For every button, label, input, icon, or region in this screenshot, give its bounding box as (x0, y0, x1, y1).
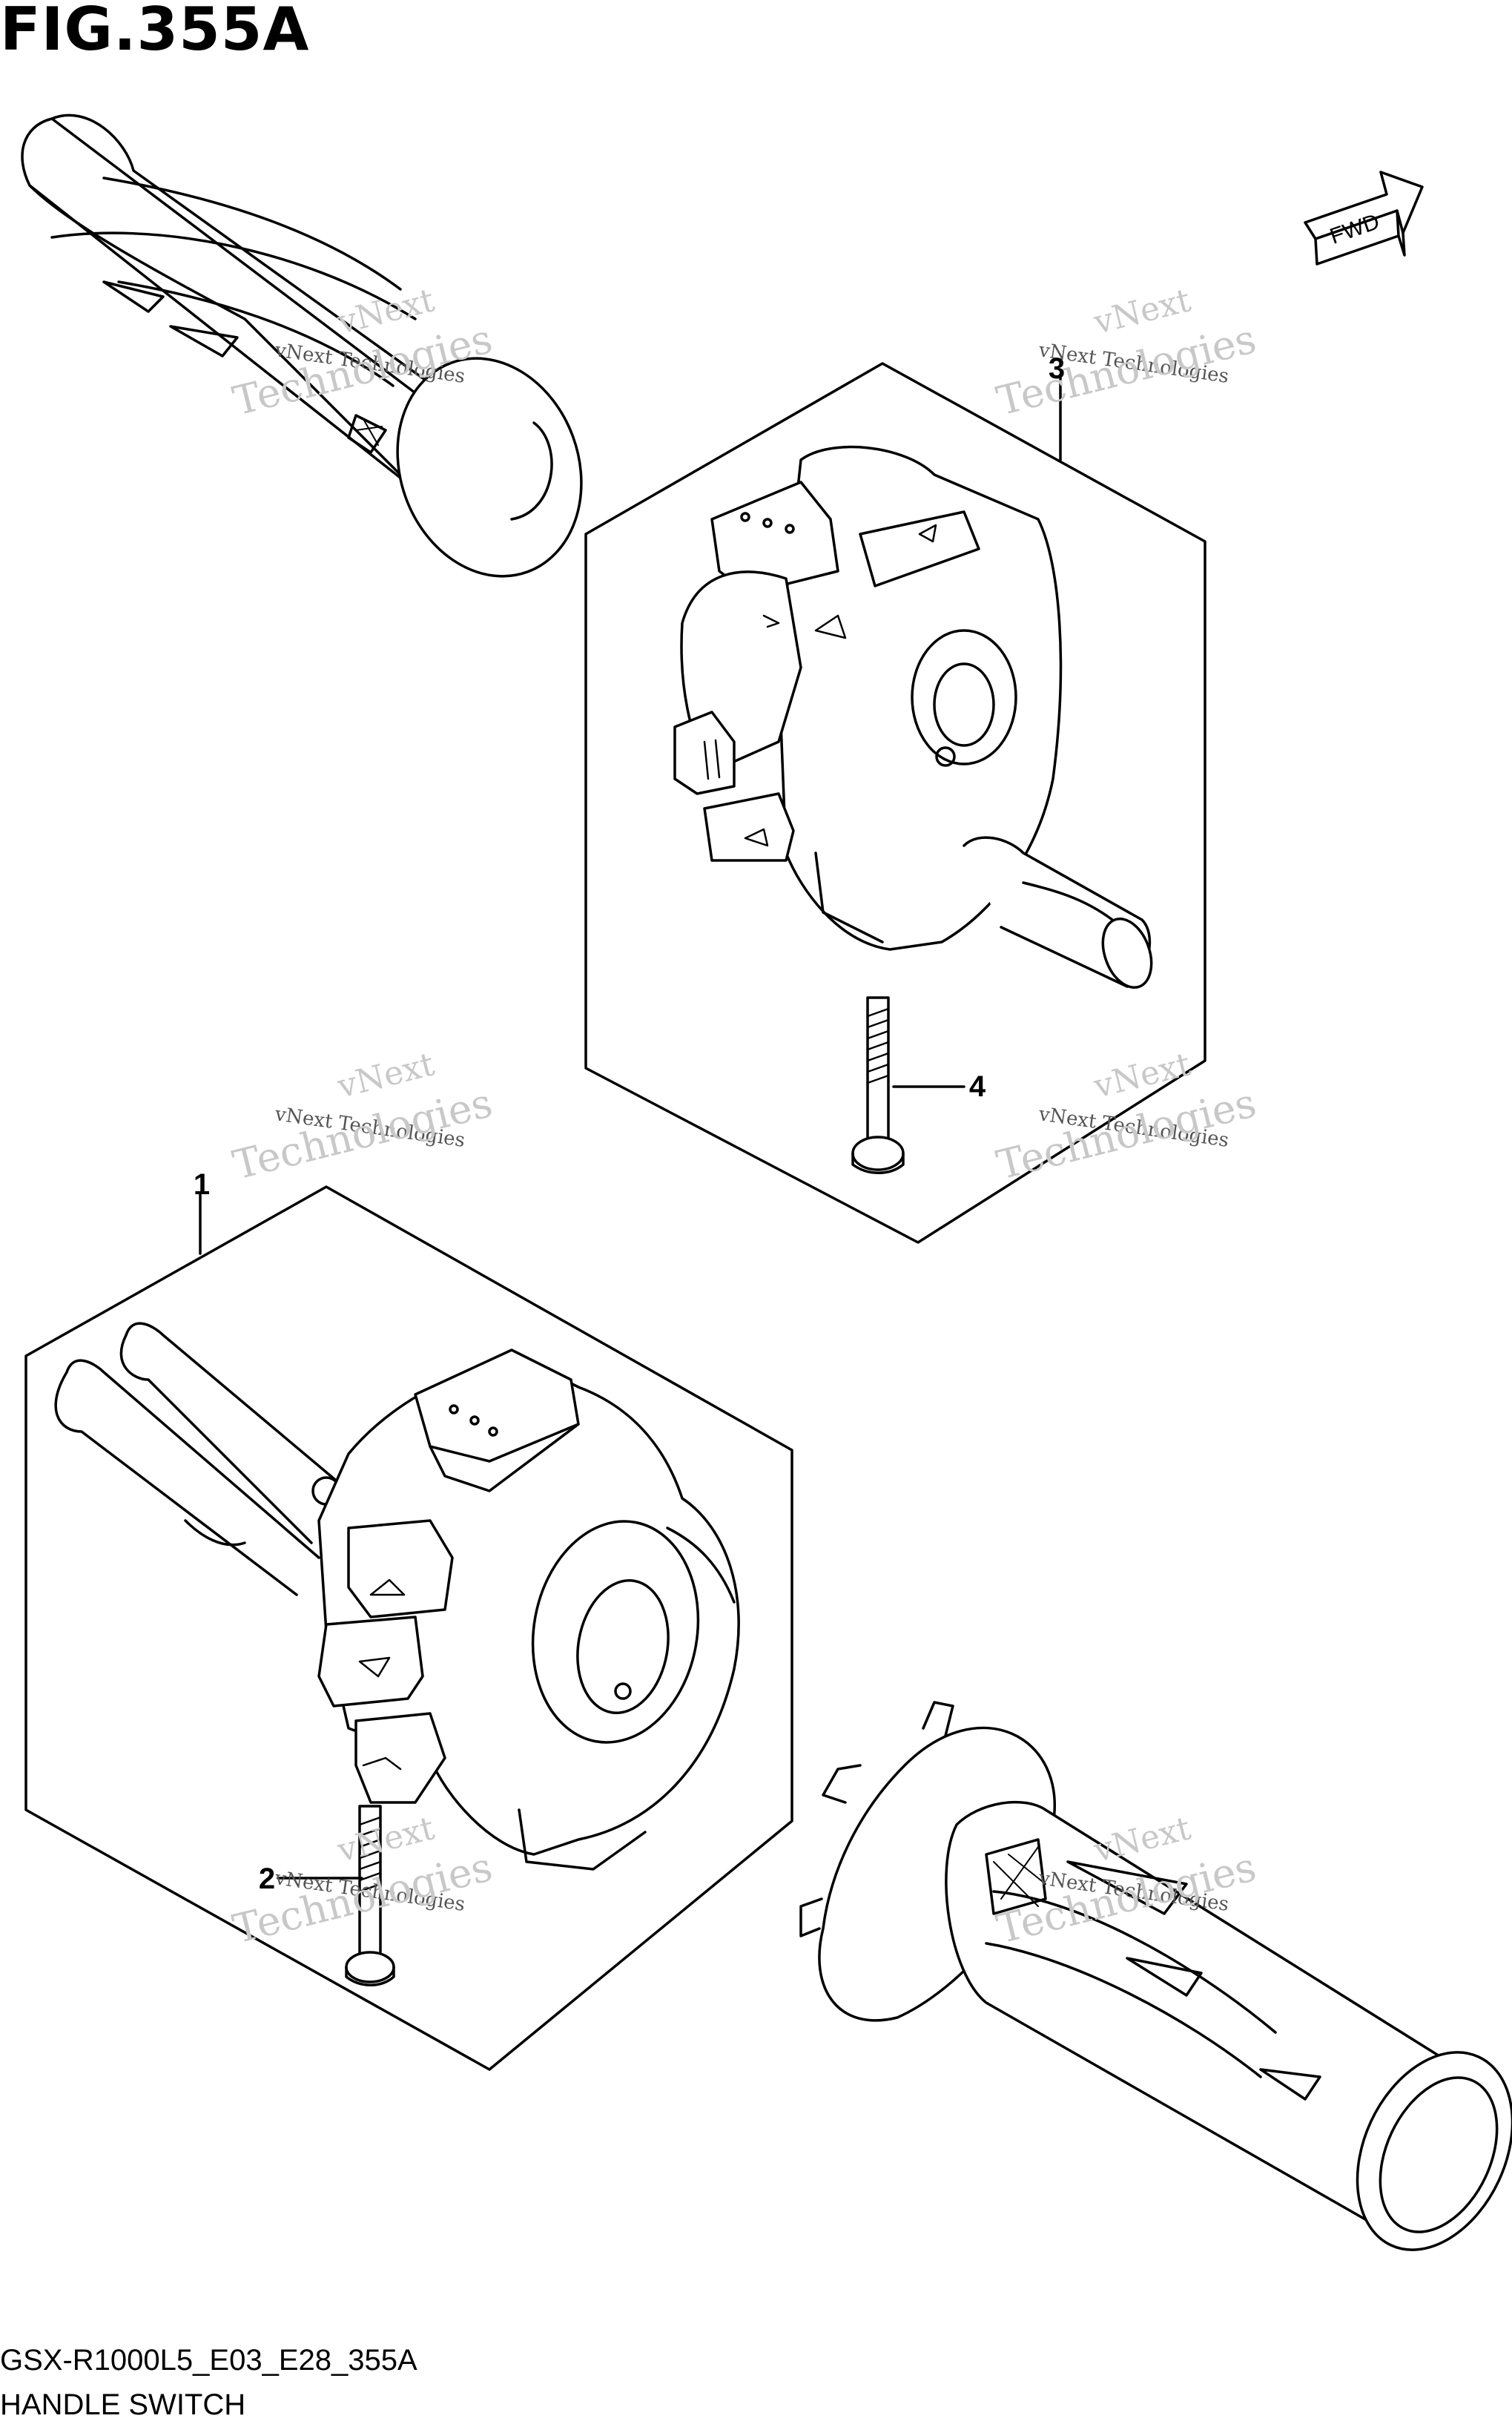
watermark-3: vNext vNext Technologies Technologies (228, 1045, 497, 1188)
left-grip-drawing (21, 113, 583, 578)
fwd-arrow-icon (1304, 171, 1424, 266)
assembly-1-outline (24, 1185, 793, 2071)
screw-4-drawing (851, 996, 905, 1174)
callout-2: 2 (259, 1863, 275, 1895)
figure-code: GSX-R1000L5_E03_E28_355A (0, 2344, 417, 2377)
right-handle-switch-drawing (673, 445, 1153, 989)
figure-title: FIG.355A (0, 0, 310, 64)
callout-4: 4 (969, 1070, 986, 1103)
assembly-3-outline (584, 362, 1206, 1244)
watermark-4: vNext vNext Technologies Technologies (992, 1045, 1261, 1188)
left-handle-switch-drawing (54, 1322, 740, 1871)
right-grip-drawing (799, 1701, 1512, 2251)
screw-2-drawing (345, 1805, 395, 1986)
figure-name: HANDLE SWITCH (0, 2388, 246, 2421)
callout-1: 1 (194, 1168, 210, 1201)
callout-3: 3 (1049, 352, 1065, 385)
watermark-2: vNext vNext Technologies Technologies (992, 281, 1261, 424)
